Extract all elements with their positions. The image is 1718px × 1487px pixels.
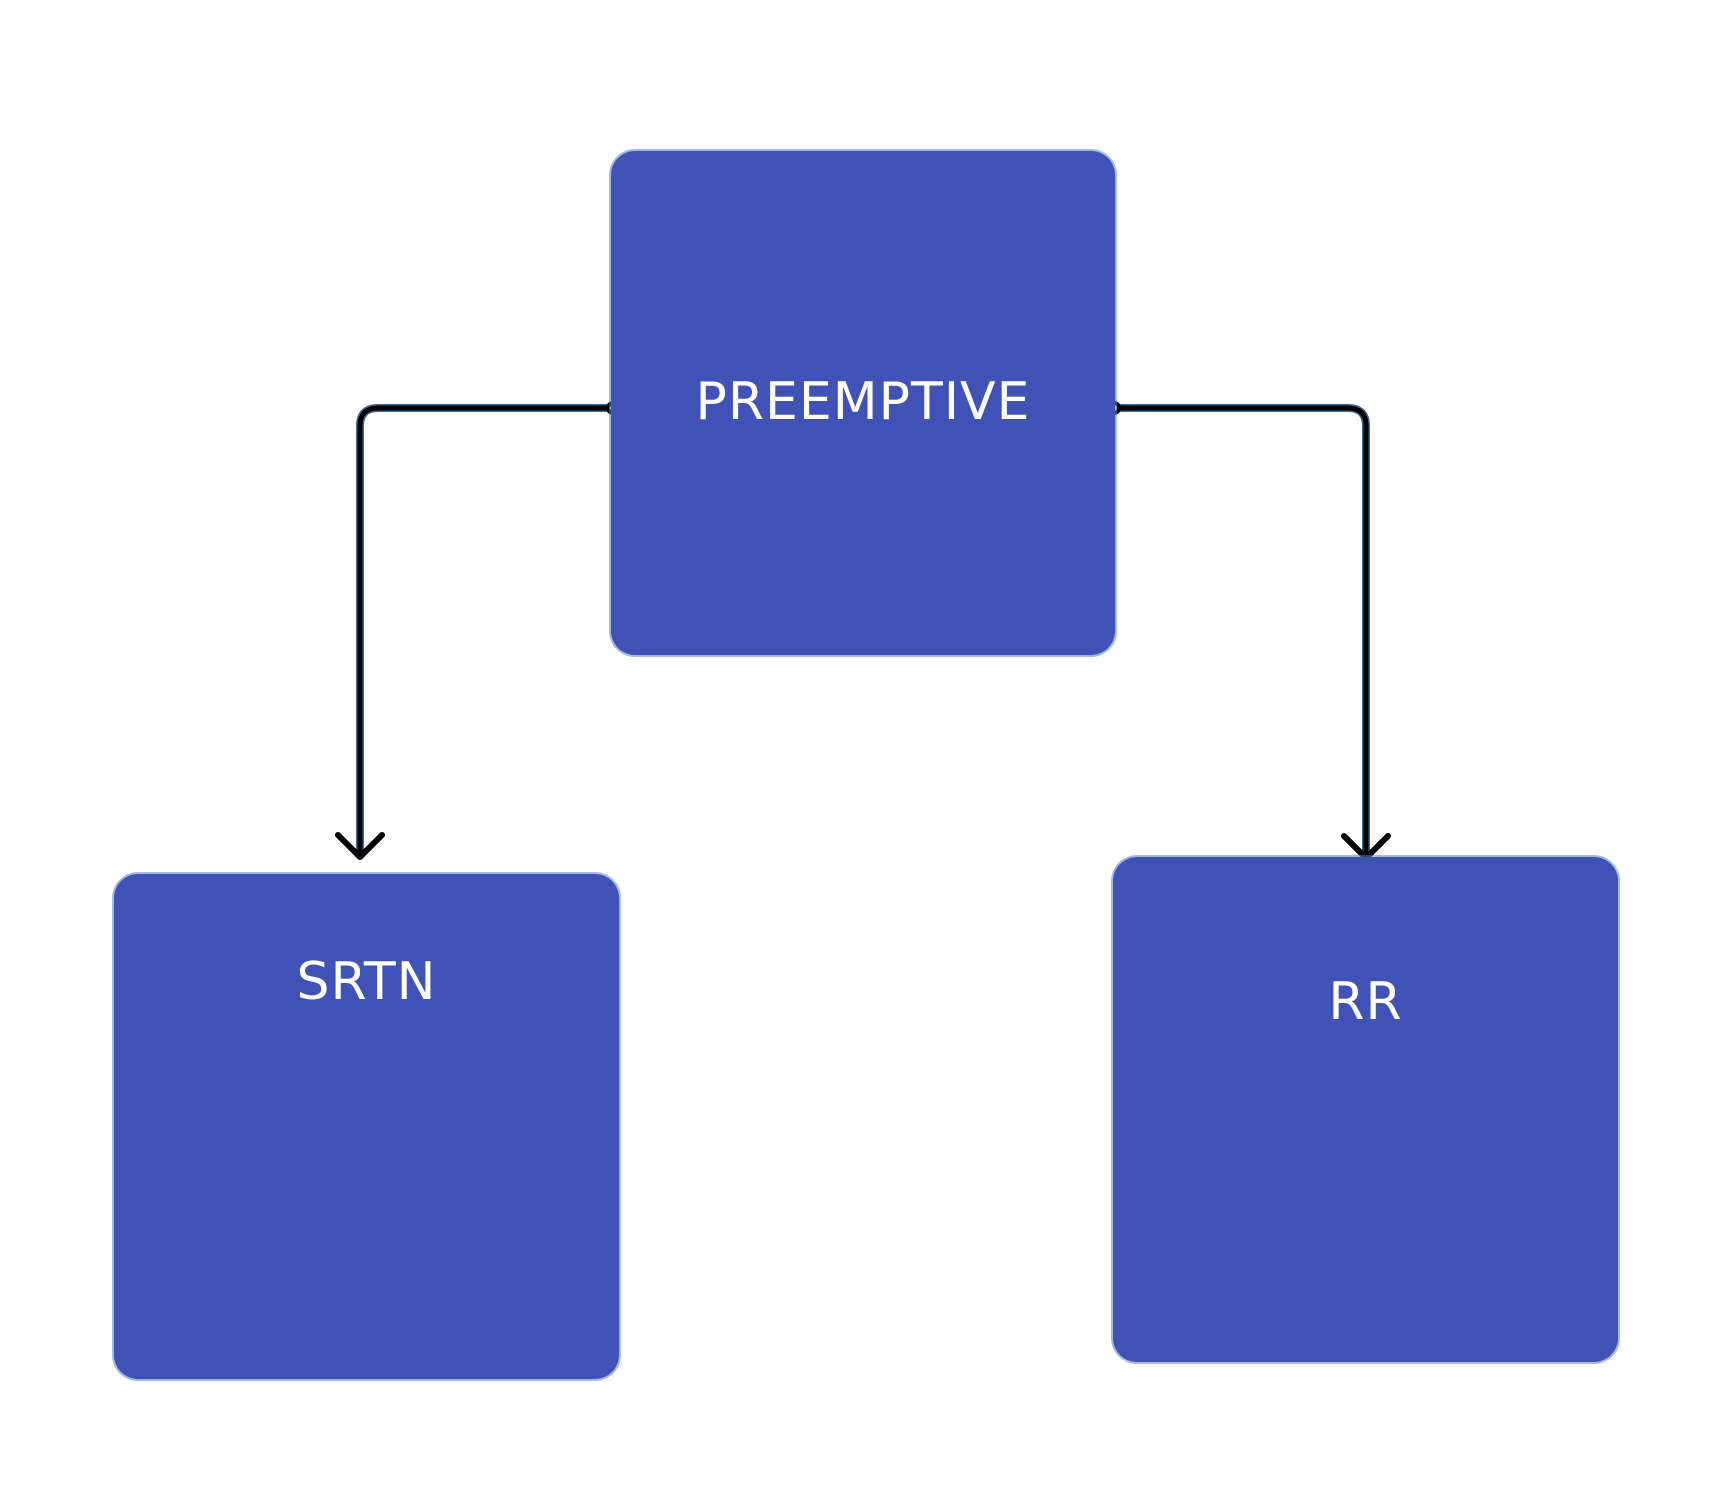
edge-preemptive-to-rr	[1107, 401, 1391, 861]
node-rr[interactable]: RR	[1113, 857, 1618, 1362]
arrowhead-down-icon	[335, 832, 385, 860]
node-preemptive[interactable]: PREEMPTIVE	[611, 151, 1115, 655]
connector-line-left	[356, 404, 612, 857]
edge-preemptive-to-srtn	[335, 401, 620, 860]
connector-line-left-core	[357, 405, 612, 857]
node-label: RR	[1328, 971, 1403, 1032]
connector-line-right	[1114, 404, 1370, 858]
node-label: SRTN	[296, 951, 437, 1012]
arrowhead-down-icon	[1341, 833, 1391, 861]
node-srtn[interactable]: SRTN	[114, 874, 619, 1379]
node-label: PREEMPTIVE	[695, 372, 1031, 432]
connector-line-right-core	[1114, 405, 1369, 858]
